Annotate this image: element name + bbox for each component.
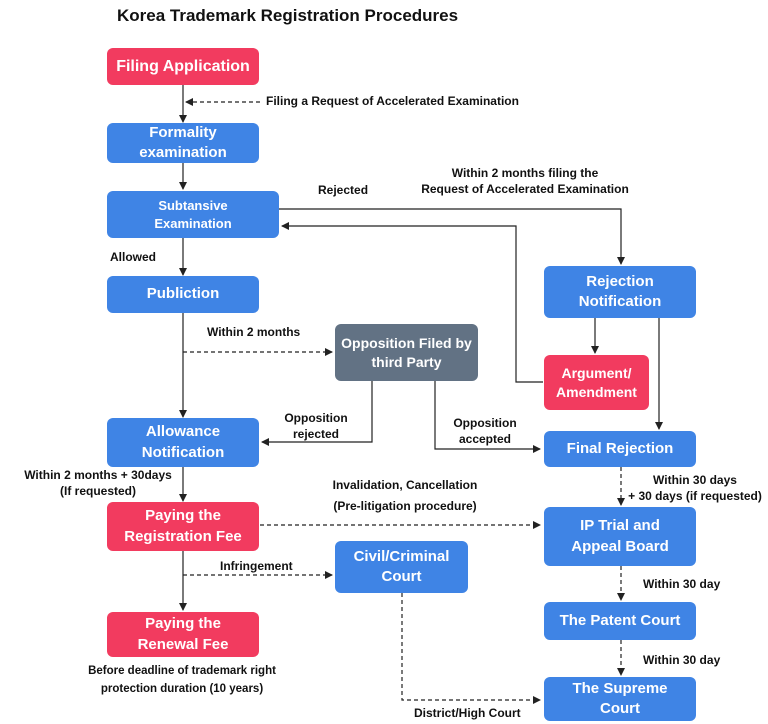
within-30-days-line2: + 30 days (if requested) [628,488,762,503]
opposition-rejected-line2: rejected [292,426,340,441]
opposition-rejected-label: Opposition rejected [276,411,356,442]
within-2-months-30days-line1: Within 2 months + 30days [24,468,172,482]
within-30-days-label: Within 30 days + 30 days (if requested) [622,473,768,504]
within-2-months-30days-line2: (If requested) [59,483,136,498]
within-2-months-accel-label: Within 2 months filing the Request of Ac… [409,166,641,197]
arrow-argument-to-substantive [281,222,543,383]
within-30-day-patent-label: Within 30 day [643,653,721,667]
patent-court-box[interactable]: The Patent Court [544,602,696,640]
arrow-opposition-accepted [434,381,541,453]
arrow-civil-to-supreme [401,593,541,704]
within-2-months-accel-line2: Request of Accelerated Examination [421,181,629,196]
formality-examination-box[interactable]: Formality examination [107,123,259,163]
within-30-days-line1: Within 30 days [653,473,737,487]
within-2-months-label: Within 2 months [207,325,301,339]
rejection-notification-box[interactable]: Rejection Notification [544,266,696,318]
supreme-court-box[interactable]: The Supreme Court [544,677,696,721]
argument-amendment-box[interactable]: Argument/ Amendment [544,355,649,410]
paying-registration-fee-box[interactable]: Paying the Registration Fee [107,502,259,551]
invalidation-line1: Invalidation, Cancellation [332,478,478,492]
opposition-accepted-label: Opposition accepted [445,416,525,447]
within-2-months-accel-line1: Within 2 months filing the [451,166,599,180]
opposition-accepted-line2: accepted [458,431,512,446]
before-deadline-label: Before deadline of trademark right prote… [82,664,282,697]
opposition-filed-box[interactable]: Opposition Filed by third Party [335,324,478,381]
ip-trial-appeal-board-box[interactable]: IP Trial and Appeal Board [544,507,696,566]
filing-application-box[interactable]: Filing Application [107,48,259,85]
page-title: Korea Trademark Registration Procedures [117,6,459,25]
before-deadline-line1: Before deadline of trademark right [88,665,276,677]
substantive-examination-box[interactable]: Subtansive Examination [107,191,279,238]
final-rejection-box[interactable]: Final Rejection [544,431,696,467]
arrow-substantive-to-rejection [279,208,625,265]
invalidation-label: Invalidation, Cancellation (Pre-litigati… [318,478,492,514]
allowance-notification-box[interactable]: Allowance Notification [107,418,259,467]
within-2-months-30days-label: Within 2 months + 30days (If requested) [14,468,182,499]
opposition-rejected-line1: Opposition [284,411,348,425]
infringement-label: Infringement [220,559,293,573]
publication-box[interactable]: Publiction [107,276,259,313]
allowed-label: Allowed [110,250,157,264]
arrow-opposition-rejected [261,381,373,446]
district-high-court-label: District/High Court [414,706,521,720]
rejected-label: Rejected [318,183,369,197]
invalidation-line2: (Pre-litigation procedure) [333,498,477,513]
opposition-accepted-line1: Opposition [453,416,517,430]
before-deadline-line2: protection duration (10 years) [100,682,264,695]
accelerated-request-label: Filing a Request of Accelerated Examinat… [266,94,519,108]
civil-criminal-court-box[interactable]: Civil/Criminal Court [335,541,468,593]
within-30-day-iptab-label: Within 30 day [643,577,721,591]
paying-renewal-fee-box[interactable]: Paying the Renewal Fee [107,612,259,657]
